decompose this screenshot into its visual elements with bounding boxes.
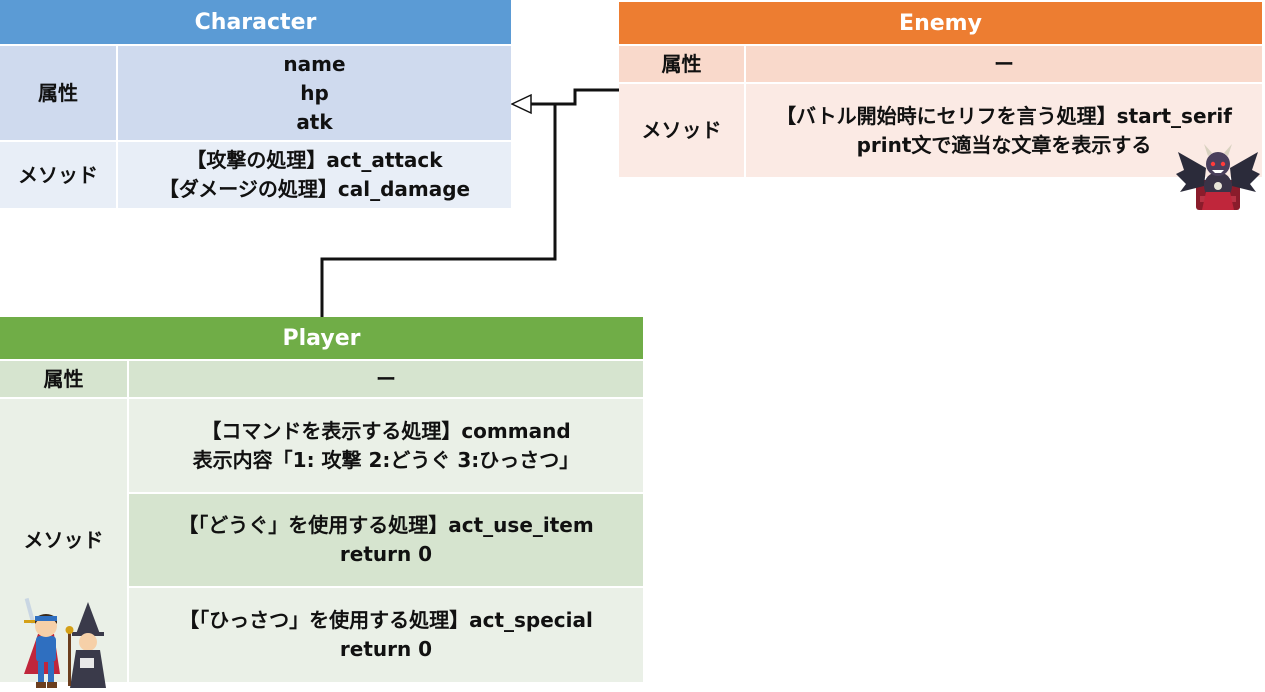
player-methods-label-cell: メソッド [0, 399, 127, 682]
character-attribute-name: name [283, 51, 346, 76]
character-method-act-attack: 【攻撃の処理】act_attack [186, 148, 443, 172]
enemy-methods-label: メソッド [641, 118, 722, 142]
player-method-special-cell: 【「ひっさつ」を使用する処理】act_special return 0 [129, 588, 643, 682]
player-class-header: Player [0, 317, 643, 359]
enemy-to-character-line [531, 88, 619, 106]
player-attributes-cell: ー [129, 361, 643, 397]
enemy-attributes-label-cell: 属性 [619, 46, 744, 82]
character-attributes-label-cell: 属性 [0, 46, 116, 140]
character-attributes-label: 属性 [38, 80, 78, 105]
enemy-methods-label-cell: メソッド [619, 84, 744, 177]
enemy-class-header: Enemy [619, 2, 1262, 44]
demon-king-illustration [1176, 144, 1260, 210]
player-method-command-cell: 【コマンドを表示する処理】command 表示内容「1: 攻撃 2:どうぐ 3:… [129, 399, 643, 492]
player-method-use-item-return: return 0 [339, 542, 433, 566]
enemy-attributes-value: ー [994, 51, 1014, 76]
player-method-command: 【コマンドを表示する処理】command [201, 418, 571, 443]
player-attributes-label: 属性 [43, 366, 84, 391]
character-methods-label: メソッド [18, 162, 98, 187]
enemy-methods-cell: 【バトル開始時にセリフを言う処理】start_serif print文で適当な文… [746, 84, 1262, 177]
character-methods-label-cell: メソッド [0, 142, 116, 208]
player-class-title: Player [282, 325, 361, 351]
character-method-cal-damage: 【ダメージの処理】cal_damage [158, 177, 471, 201]
player-method-special: 【「ひっさつ」を使用する処理】act_special [179, 608, 593, 632]
character-class-header: Character [0, 0, 511, 44]
player-methods-label: メソッド [23, 528, 104, 552]
inheritance-arrowhead-icon [510, 93, 532, 115]
enemy-attributes-cell: ー [746, 46, 1262, 82]
enemy-method-description: print文で適当な文章を表示する [856, 132, 1152, 157]
player-attributes-label-cell: 属性 [0, 361, 127, 397]
player-method-special-return: return 0 [339, 637, 433, 661]
hero-and-wizard-illustration [24, 597, 106, 688]
player-method-use-item-cell: 【「どうぐ」を使用する処理】act_use_item return 0 [129, 494, 643, 586]
enemy-attributes-label: 属性 [661, 51, 702, 76]
enemy-method-start-serif: 【バトル開始時にセリフを言う処理】start_serif [776, 103, 1232, 128]
player-method-command-detail: 表示内容「1: 攻撃 2:どうぐ 3:ひっさつ」 [192, 447, 580, 472]
character-methods-cell: 【攻撃の処理】act_attack 【ダメージの処理】cal_damage [118, 142, 511, 208]
character-attributes-cell: name hp atk [118, 46, 511, 140]
character-attribute-hp: hp [300, 80, 329, 105]
enemy-class-title: Enemy [899, 10, 982, 36]
character-class-title: Character [194, 9, 317, 35]
player-attributes-value: ー [376, 366, 396, 391]
character-attribute-atk: atk [296, 109, 333, 134]
player-method-use-item: 【「どうぐ」を使用する処理】act_use_item [178, 513, 594, 537]
